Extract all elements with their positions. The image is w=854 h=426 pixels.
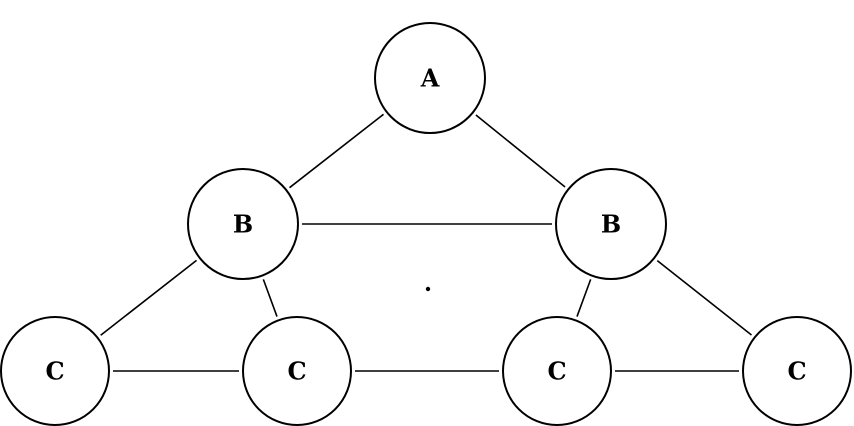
nodes: A B B C C C C bbox=[0, 22, 852, 426]
node-circle bbox=[502, 316, 612, 426]
edge-b2-c4 bbox=[656, 259, 752, 336]
node-b2: B bbox=[555, 168, 667, 280]
node-c3: C bbox=[502, 316, 612, 426]
node-label: B bbox=[601, 210, 621, 239]
node-label: C bbox=[45, 357, 64, 386]
node-label: C bbox=[547, 357, 566, 386]
edge-b1-c1 bbox=[100, 259, 198, 336]
node-a: A bbox=[374, 22, 486, 134]
edge-a-b1 bbox=[289, 113, 384, 189]
edge-b2-c3 bbox=[576, 279, 592, 317]
node-circle bbox=[242, 316, 352, 426]
node-label: A bbox=[420, 64, 440, 93]
node-c1: C bbox=[0, 316, 110, 426]
edge-b1-c2 bbox=[262, 279, 278, 317]
node-label: C bbox=[287, 357, 306, 386]
stray-dot bbox=[425, 286, 431, 292]
node-label: B bbox=[233, 210, 253, 239]
node-c4: C bbox=[742, 316, 852, 426]
edge-a-b2 bbox=[475, 114, 566, 188]
node-circle bbox=[187, 168, 299, 280]
node-b1: B bbox=[187, 168, 299, 280]
node-c2: C bbox=[242, 316, 352, 426]
node-circle bbox=[0, 316, 110, 426]
node-circle bbox=[555, 168, 667, 280]
node-circle bbox=[742, 316, 852, 426]
edges bbox=[100, 113, 752, 372]
node-circle bbox=[374, 22, 486, 134]
node-label: C bbox=[787, 357, 806, 386]
